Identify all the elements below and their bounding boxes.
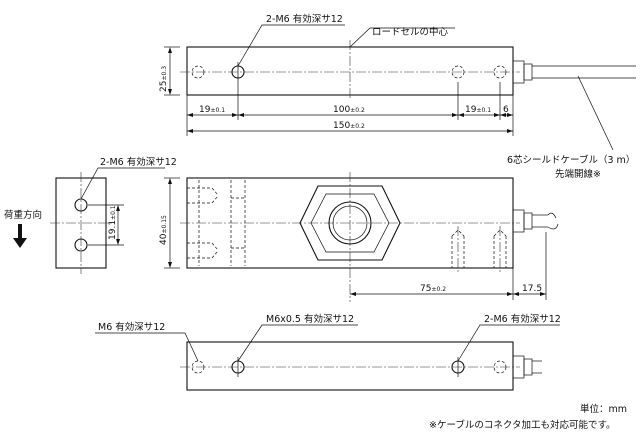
bottom-m6x05-label: M6x0.5 有効深サ12 — [266, 313, 354, 325]
top-hole-hidden — [191, 65, 205, 79]
front-hidden-bores-left — [187, 180, 246, 266]
front-hidden-bores-right — [451, 226, 507, 272]
top-view: 25±0.3 19±0.1 100±0.2 19±0.1 6 150±0.2 2… — [159, 13, 636, 180]
top-hole-hidden — [493, 65, 507, 79]
top-tap-label: 2-M6 有効深サ12 — [266, 13, 343, 25]
unit-note: 単位：mm — [580, 403, 627, 415]
top-cable-gland-nut — [523, 63, 533, 81]
bottom-view: M6 有効深サ12 M6x0.5 有効深サ12 2-M6 有効深サ12 — [95, 313, 561, 391]
dim-6: 6 — [503, 105, 509, 115]
front-sensing-hole — [299, 185, 401, 261]
bottom-2m6-label: 2-M6 有効深サ12 — [484, 313, 561, 325]
cable-label: 6芯シールドケーブル（3 m） — [507, 154, 635, 166]
side-tap-label: 2-M6 有効深サ12 — [100, 156, 177, 168]
dim-150: 150±0.2 — [333, 121, 365, 131]
front-view: 40±0.15 75±0.2 17.5 — [159, 172, 559, 302]
top-hole-hidden — [451, 65, 465, 79]
dim-40: 40±0.15 — [159, 215, 169, 245]
dim-25-label: 25±0.3 — [159, 66, 169, 92]
dim-100: 100±0.2 — [333, 105, 365, 115]
load-direction-label: 荷重方向 — [4, 209, 42, 221]
cable-end-label: 先端開線※ — [555, 168, 601, 180]
end-hole-lower — [74, 238, 88, 252]
dim-19-1: 19.1±0.1 — [108, 205, 118, 240]
footnote: ※ケーブルのコネクタ加工も対応可能です。 — [429, 419, 616, 431]
loadcell-center-label: ロードセルの中心 — [372, 26, 449, 38]
dim-17-5: 17.5 — [522, 284, 542, 294]
bottom-m6-label: M6 有効深サ12 — [98, 321, 165, 333]
end-view: 19.1±0.1 2-M6 有効深サ12 荷重方向 — [4, 156, 177, 274]
dim-75: 75±0.2 — [420, 284, 446, 294]
dim-19-right: 19±0.1 — [465, 105, 491, 115]
dim-19-left: 19±0.1 — [199, 105, 225, 115]
front-cable-gland — [512, 209, 525, 233]
